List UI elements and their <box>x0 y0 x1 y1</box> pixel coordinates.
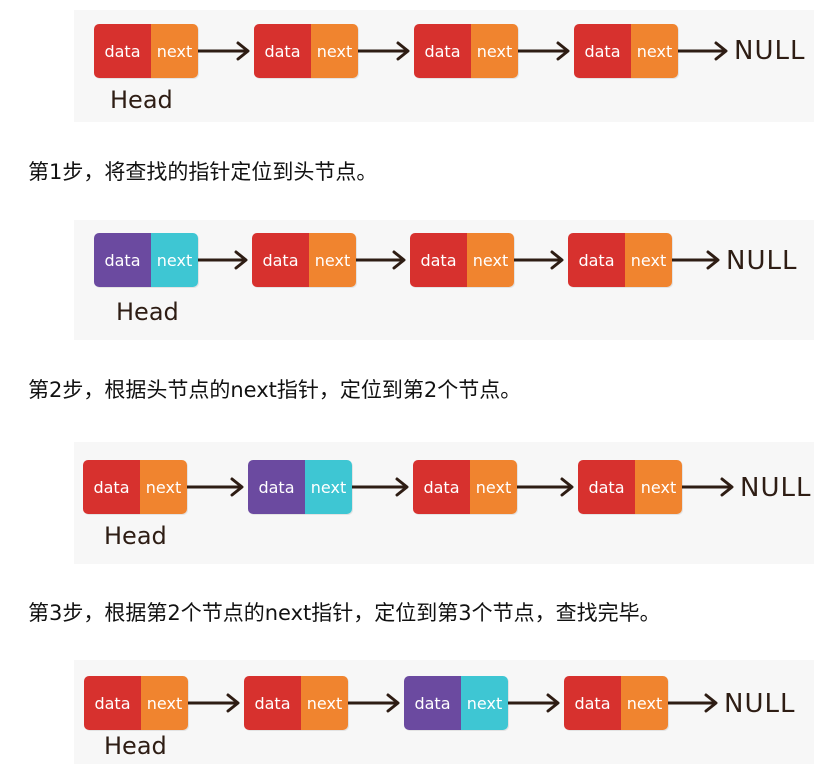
null-label: NULL <box>734 36 806 66</box>
next-field: next <box>301 676 348 730</box>
next-field: next <box>625 233 672 287</box>
next-field: next <box>141 676 188 730</box>
pointer-arrow-head <box>706 250 720 270</box>
data-field: data <box>410 233 467 287</box>
pointer-arrow-head <box>234 250 248 270</box>
next-field: next <box>309 233 356 287</box>
step-caption: 第1步，将查找的指针定位到头节点。 <box>28 160 378 184</box>
next-field: next <box>467 233 514 287</box>
next-field: next <box>635 460 682 514</box>
data-field: data <box>252 233 309 287</box>
pointer-arrow-head <box>546 693 560 713</box>
list-node: data next <box>414 24 518 78</box>
next-field: next <box>631 24 678 78</box>
head-label: Head <box>104 522 167 550</box>
data-field: data <box>254 24 311 78</box>
head-label: Head <box>116 298 179 326</box>
data-field: data <box>94 233 151 287</box>
head-label: Head <box>104 732 167 760</box>
pointer-arrow-head <box>386 693 400 713</box>
list-node: data next <box>83 460 187 514</box>
pointer-arrow-head <box>392 250 406 270</box>
data-field: data <box>404 676 461 730</box>
null-label: NULL <box>740 473 812 503</box>
data-field: data <box>574 24 631 78</box>
pointer-arrow-head <box>556 41 570 61</box>
null-label: NULL <box>726 246 798 276</box>
data-field: data <box>414 24 471 78</box>
next-field: next <box>305 460 352 514</box>
list-node: data next <box>244 676 348 730</box>
pointer-arrow-head <box>236 41 250 61</box>
pointer-arrow-head <box>395 477 409 497</box>
step-caption: 第2步，根据头节点的next指针，定位到第2个节点。 <box>28 378 522 402</box>
data-field: data <box>248 460 305 514</box>
pointer-arrow-head <box>226 693 240 713</box>
next-field: next <box>151 24 198 78</box>
null-label: NULL <box>724 689 796 719</box>
next-field: next <box>461 676 508 730</box>
list-node: data next <box>94 233 198 287</box>
pointer-arrow-head <box>396 41 410 61</box>
data-field: data <box>568 233 625 287</box>
next-field: next <box>140 460 187 514</box>
list-node: data next <box>568 233 672 287</box>
data-field: data <box>94 24 151 78</box>
list-node: data next <box>254 24 358 78</box>
next-field: next <box>471 24 518 78</box>
list-node: data next <box>413 460 517 514</box>
pointer-arrow-head <box>714 41 728 61</box>
head-label: Head <box>110 86 173 114</box>
next-field: next <box>151 233 198 287</box>
pointer-arrow-head <box>720 477 734 497</box>
list-node: data next <box>574 24 678 78</box>
list-node: data next <box>252 233 356 287</box>
data-field: data <box>413 460 470 514</box>
data-field: data <box>564 676 621 730</box>
list-node: data next <box>564 676 668 730</box>
pointer-arrow-head <box>704 693 718 713</box>
list-node: data next <box>404 676 508 730</box>
pointer-arrow-head <box>230 477 244 497</box>
next-field: next <box>311 24 358 78</box>
data-field: data <box>244 676 301 730</box>
list-node: data next <box>84 676 188 730</box>
list-node: data next <box>410 233 514 287</box>
data-field: data <box>578 460 635 514</box>
pointer-arrow-head <box>560 477 574 497</box>
step-caption: 第3步，根据第2个节点的next指针，定位到第3个节点，查找完毕。 <box>28 601 661 625</box>
list-node: data next <box>248 460 352 514</box>
data-field: data <box>83 460 140 514</box>
pointer-arrow-head <box>550 250 564 270</box>
list-node: data next <box>578 460 682 514</box>
list-node: data next <box>94 24 198 78</box>
data-field: data <box>84 676 141 730</box>
next-field: next <box>621 676 668 730</box>
next-field: next <box>470 460 517 514</box>
